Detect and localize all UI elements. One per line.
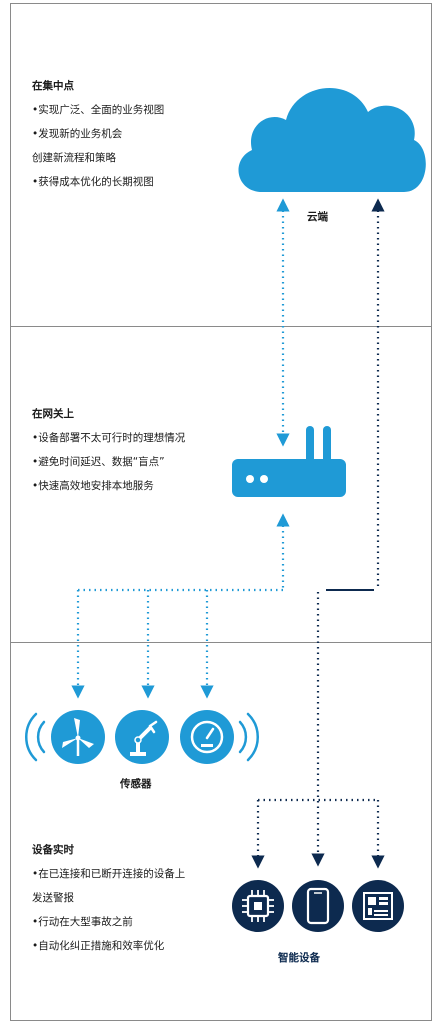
cloud-icon bbox=[238, 88, 426, 192]
section-central-line-4: •获得成本优化的长期视图 bbox=[32, 176, 154, 188]
section-gateway-text: 在网关上 •设备部署不太可行时的理想情况 •避免时间延迟、数据“盲点” •快速高… bbox=[32, 402, 185, 498]
section-device-line-2: 发送警报 bbox=[32, 892, 74, 904]
section-device-line-1: •在已连接和已断开连接的设备上 bbox=[32, 868, 186, 880]
section-device-line-4: •自动化纠正措施和效率优化 bbox=[32, 940, 165, 952]
sensor-signal-right bbox=[238, 712, 259, 762]
sensors-label: 传感器 bbox=[120, 778, 152, 790]
devices-distribution-connector bbox=[251, 798, 385, 869]
chip-icon bbox=[232, 880, 284, 932]
section-divider-1 bbox=[10, 326, 432, 327]
router-icon bbox=[232, 426, 346, 497]
wind-turbine-icon bbox=[51, 710, 105, 764]
smart-devices-label: 智能设备 bbox=[278, 952, 320, 964]
section-gateway-heading: 在网关上 bbox=[32, 408, 74, 420]
sensor-signal-left bbox=[25, 712, 46, 762]
cloud-label: 云端 bbox=[307, 211, 328, 223]
motherboard-icon bbox=[352, 880, 404, 932]
section-central-line-3: 创建新流程和策略 bbox=[32, 152, 116, 164]
smartphone-icon bbox=[292, 880, 344, 932]
section-central-line-1: •实现广泛、全面的业务视图 bbox=[32, 104, 165, 116]
section-central-line-2: •发现新的业务机会 bbox=[32, 128, 123, 140]
gauge-icon bbox=[180, 710, 234, 764]
section-central-heading: 在集中点 bbox=[32, 80, 74, 92]
section-device-text: 设备实时 •在已连接和已断开连接的设备上 发送警报 •行动在大型事故之前 •自动… bbox=[32, 838, 185, 958]
section-gateway-line-3: •快速高效地安排本地服务 bbox=[32, 480, 154, 492]
section-device-heading: 设备实时 bbox=[32, 844, 74, 856]
section-device-line-3: •行动在大型事故之前 bbox=[32, 916, 133, 928]
section-central-text: 在集中点 •实现广泛、全面的业务视图 •发现新的业务机会 创建新流程和策略 •获… bbox=[32, 74, 164, 194]
section-gateway-line-2: •避免时间延迟、数据“盲点” bbox=[32, 456, 165, 468]
diagram-frame bbox=[10, 3, 432, 1021]
robot-arm-icon bbox=[115, 710, 169, 764]
router-sensors-connector bbox=[71, 513, 290, 699]
section-gateway-line-1: •设备部署不太可行时的理想情况 bbox=[32, 432, 186, 444]
section-divider-2 bbox=[10, 642, 432, 643]
cloud-devices-connector bbox=[311, 198, 385, 867]
